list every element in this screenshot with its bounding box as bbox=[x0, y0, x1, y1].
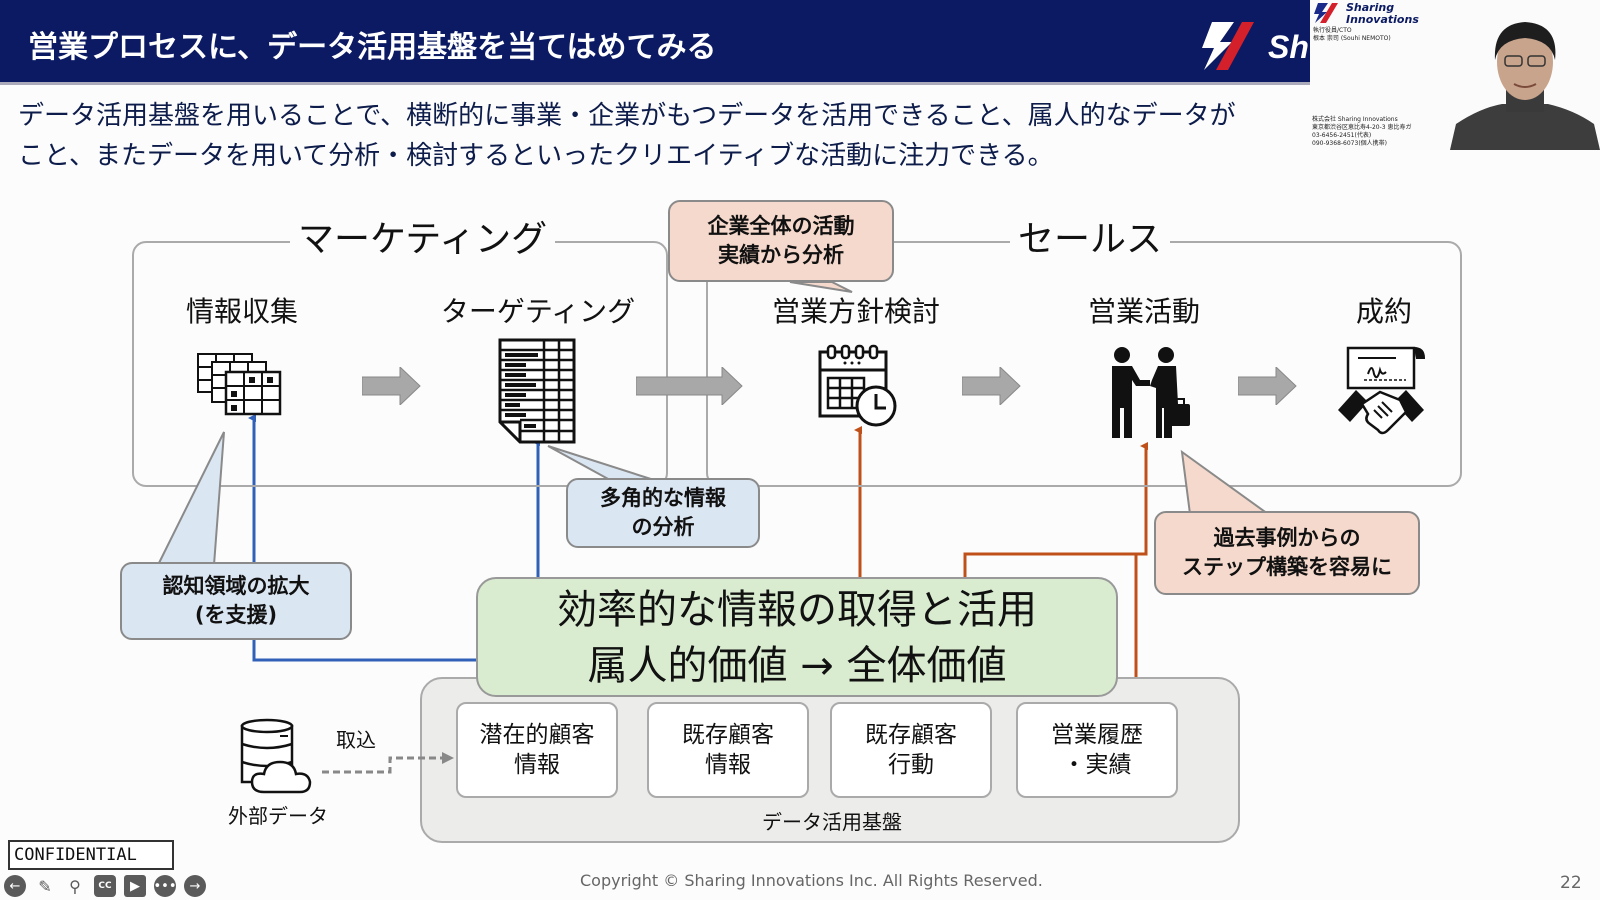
card-line1: 潜在的顧客 bbox=[479, 722, 595, 748]
highlight-box: 効率的な情報の取得と活用 属人的価値 → 全体価値 bbox=[476, 577, 1118, 697]
sharing-innovations-logo-icon bbox=[1314, 3, 1338, 23]
page-number: 22 bbox=[1560, 873, 1582, 893]
import-dashed-arrow bbox=[322, 752, 454, 774]
next-slide-button[interactable]: → bbox=[184, 875, 206, 897]
intro-line-1: データ活用基盤を用いることで、横断的に事業・企業がもつデータを活用できること、属… bbox=[18, 101, 1236, 131]
marketing-label: マーケティング bbox=[290, 218, 556, 262]
callout-company-wide-line2: 実績から分析 bbox=[718, 243, 844, 267]
intro-line-2: こと、またデータを用いて分析・検討するといったクリエイティブな活動に注力できる。 bbox=[18, 141, 1054, 171]
card-line1: 営業履歴 bbox=[1051, 722, 1143, 748]
data-card-existing-customers: 既存顧客 情報 bbox=[647, 702, 809, 798]
process-arrow-3 bbox=[962, 367, 1021, 405]
presenter-info: 執行役員/CTO 根本 崇司 (Souhi NEMOTO) bbox=[1313, 27, 1391, 43]
import-label: 取込 bbox=[336, 728, 376, 752]
data-card-customer-behavior: 既存顧客 行動 bbox=[830, 702, 992, 798]
callout-multi-angle-line1: 多角的な情報 bbox=[600, 486, 726, 510]
process-arrow-1 bbox=[362, 367, 421, 405]
database-cloud-icon bbox=[240, 718, 312, 794]
contract-handshake-icon bbox=[1338, 346, 1426, 435]
copyright-text: Copyright © Sharing Innovations Inc. All… bbox=[580, 871, 1043, 890]
callout-multi-angle: 多角的な情報 の分析 bbox=[566, 478, 760, 548]
presentation-toolbar: ← ✎ ⚲ CC ▶ ••• → bbox=[4, 874, 206, 898]
video-camera-icon: ▶ bbox=[130, 878, 140, 894]
spreadsheets-icon bbox=[197, 353, 282, 416]
title-bar bbox=[0, 0, 1310, 85]
ellipsis-icon: ••• bbox=[153, 878, 177, 894]
presenter-name: 根本 崇司 (Souhi NEMOTO) bbox=[1313, 35, 1391, 42]
camera-button[interactable]: ▶ bbox=[124, 875, 146, 897]
company-phone: 03-6456-2451(代表) bbox=[1312, 132, 1372, 139]
card-line1: 既存顧客 bbox=[682, 722, 774, 748]
company-address: 東京都渋谷区恵比寿4-20-3 恵比寿ガ bbox=[1312, 124, 1412, 131]
magnifier-icon: ⚲ bbox=[69, 876, 81, 896]
intro-text: データ活用基盤を用いることで、横断的に事業・企業がもつデータを活用できること、属… bbox=[18, 96, 1308, 176]
presenter-video bbox=[1450, 22, 1600, 150]
calendar-clock-icon bbox=[818, 344, 897, 427]
presenter-role: 執行役員/CTO bbox=[1313, 27, 1352, 34]
company-contact: 株式会社 Sharing Innovations 東京都渋谷区恵比寿4-20-3… bbox=[1312, 116, 1412, 148]
card-line2: 情報 bbox=[705, 752, 751, 778]
card-line2: 行動 bbox=[888, 752, 934, 778]
step-info-collection: 情報収集 bbox=[185, 295, 298, 328]
callout-past-cases: 過去事例からの ステップ構築を容易に bbox=[1154, 511, 1420, 595]
business-handshake-people-icon bbox=[1112, 347, 1190, 438]
orange-connector-sales-1 bbox=[963, 442, 1148, 580]
callout-company-wide: 企業全体の活動 実績から分析 bbox=[668, 200, 894, 282]
previous-slide-button[interactable]: ← bbox=[4, 875, 26, 897]
arrow-left-icon: ← bbox=[9, 878, 21, 894]
step-contract: 成約 bbox=[1355, 295, 1412, 328]
company-logo: Sh bbox=[1198, 18, 1310, 74]
arrow-right-icon: → bbox=[189, 878, 201, 894]
logo-slash-icon: Sh bbox=[1202, 22, 1309, 70]
step-sales-policy: 営業方針検討 bbox=[771, 295, 940, 328]
highlight-line-2: 属人的価値 → 全体価値 bbox=[587, 643, 1007, 689]
external-data-label: 外部データ bbox=[228, 804, 328, 828]
brand-line2: Innovations bbox=[1346, 13, 1419, 26]
brand-line1: Sharing bbox=[1346, 1, 1395, 14]
callout-past-cases-line2: ステップ構築を容易に bbox=[1182, 555, 1392, 579]
more-options-button[interactable]: ••• bbox=[153, 875, 177, 897]
webcam-brand: Sharing Innovations bbox=[1346, 2, 1419, 26]
webcam-overlay: Sharing Innovations 執行役員/CTO 根本 崇司 (Souh… bbox=[1310, 0, 1600, 150]
confidential-label: CONFIDENTIAL bbox=[8, 840, 174, 870]
callout-multi-angle-line2: の分析 bbox=[631, 515, 695, 539]
step-sales-activity: 営業活動 bbox=[1087, 295, 1200, 328]
company-name: 株式会社 Sharing Innovations bbox=[1312, 116, 1398, 123]
callout-awareness: 認知領域の拡大 (を支援) bbox=[120, 562, 352, 640]
step-targeting: ターゲティング bbox=[440, 295, 636, 328]
slide-title: 営業プロセスに、データ活用基盤を当てはめてみる bbox=[28, 30, 717, 65]
zoom-button[interactable]: ⚲ bbox=[64, 875, 86, 897]
callout-awareness-line1: 認知領域の拡大 bbox=[162, 574, 310, 598]
callout-awareness-line2: (を支援) bbox=[194, 603, 278, 627]
svg-text:Sh: Sh bbox=[1268, 29, 1309, 65]
data-platform-label: データ活用基盤 bbox=[762, 810, 902, 834]
captions-button[interactable]: CC bbox=[94, 875, 116, 897]
pen-button[interactable]: ✎ bbox=[34, 875, 56, 897]
presenter-mobile: 090-9368-6073(個人携帯) bbox=[1312, 140, 1388, 147]
card-line2: 情報 bbox=[514, 752, 560, 778]
document-list-icon bbox=[498, 338, 576, 444]
card-line1: 既存顧客 bbox=[865, 722, 957, 748]
data-card-potential-customers: 潜在的顧客 情報 bbox=[456, 702, 618, 798]
cc-icon: CC bbox=[98, 880, 112, 891]
card-line2: ・実績 bbox=[1062, 752, 1132, 778]
blue-connector-info-collection bbox=[248, 414, 480, 662]
callout-company-wide-line1: 企業全体の活動 bbox=[707, 214, 855, 238]
callout-past-cases-line1: 過去事例からの bbox=[1213, 526, 1361, 550]
pen-icon: ✎ bbox=[38, 876, 52, 896]
data-card-sales-history: 営業履歴 ・実績 bbox=[1016, 702, 1178, 798]
highlight-line-1: 効率的な情報の取得と活用 bbox=[557, 587, 1037, 633]
sales-label: セールス bbox=[1010, 218, 1171, 262]
process-arrow-2 bbox=[636, 367, 743, 405]
process-arrow-4 bbox=[1238, 367, 1297, 405]
